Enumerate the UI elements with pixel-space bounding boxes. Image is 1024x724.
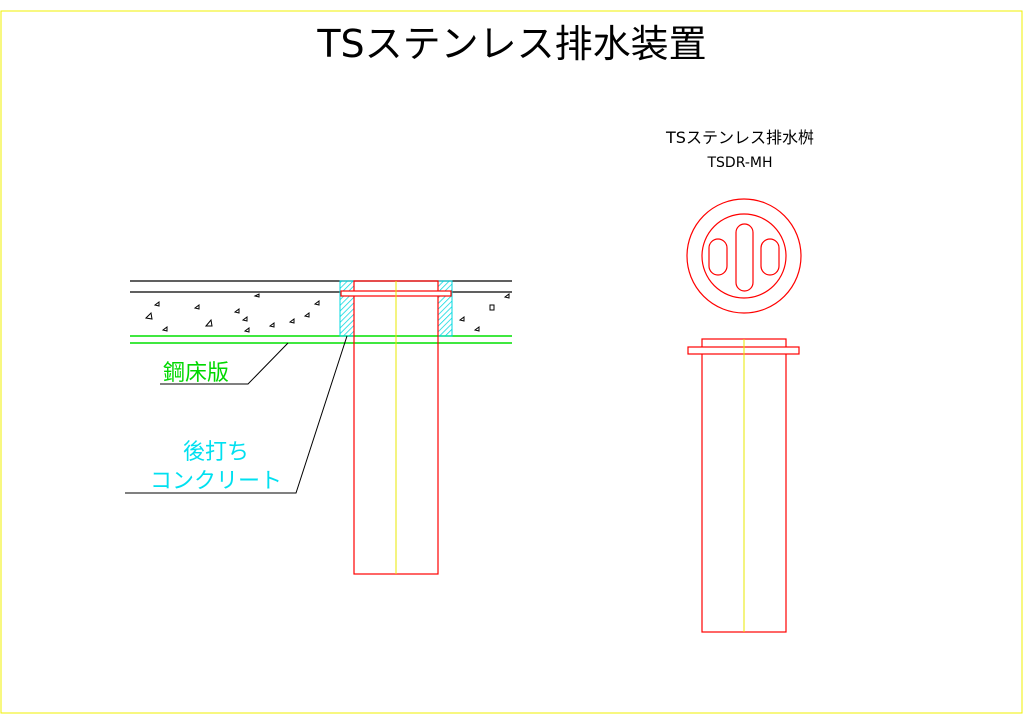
grout-right	[437, 280, 453, 337]
drawing-title: TSステンレス排水装置	[316, 22, 706, 66]
grout-left	[339, 280, 355, 337]
concrete-aggregate	[144, 293, 510, 333]
sheet-frame	[0, 10, 1023, 714]
label-steel-deck: 鋼床版	[163, 361, 229, 386]
product-name: TSステンレス排水桝	[665, 128, 814, 147]
leader-steel-deck	[160, 342, 289, 385]
grate-plan-view	[686, 198, 802, 314]
product-model: TSDR-MH	[706, 155, 772, 171]
label-concrete-1: 後打ち	[183, 440, 249, 465]
label-concrete-2: コンクリート	[150, 469, 282, 494]
drain-elevation-view	[687, 338, 800, 633]
installation-detail: 鋼床版 後打ち コンクリート	[125, 280, 512, 575]
leader-concrete	[125, 335, 348, 494]
